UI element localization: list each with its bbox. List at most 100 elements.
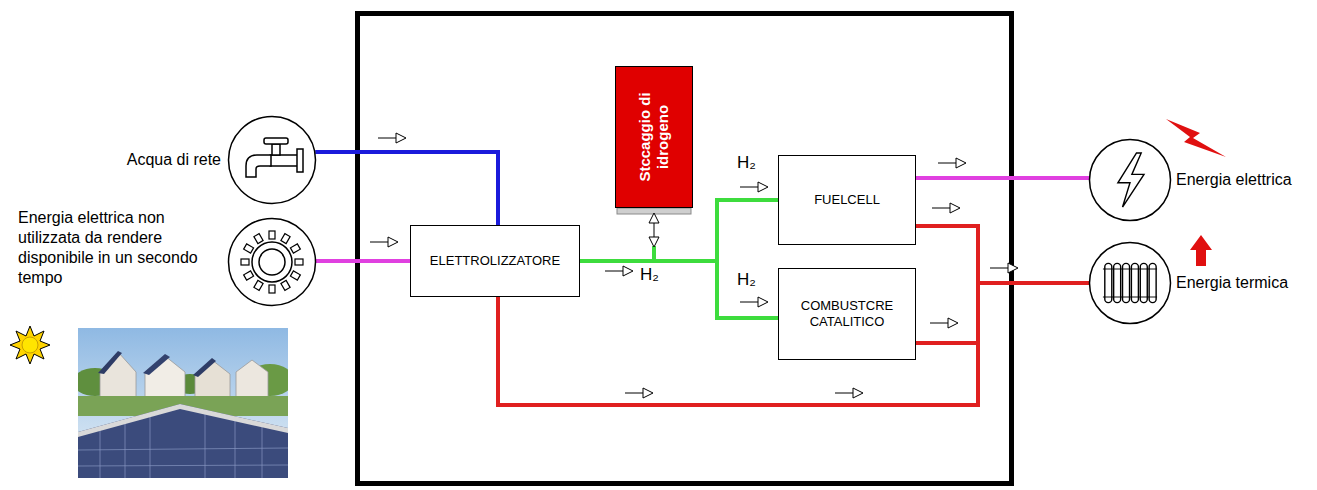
solar-houses-photo-part — [78, 404, 288, 478]
solar-houses-photo-part — [145, 356, 185, 398]
flow-arrow-part — [948, 318, 958, 328]
flow-arrow — [938, 158, 966, 168]
tank-label: Stccaggio di idrogeno — [636, 81, 672, 193]
solar-houses-photo-part-part — [235, 417, 236, 478]
flow-line — [580, 200, 778, 261]
ring-icon-part — [259, 249, 285, 275]
ring-icon-part — [290, 271, 300, 280]
ring-icon-part — [244, 271, 254, 280]
process-box: COMBUSTCRE CATALITICO — [778, 268, 916, 360]
flow-arrow-part — [758, 297, 768, 307]
flow-line — [316, 259, 410, 263]
flow-arrow — [990, 263, 1018, 273]
terminal-symbol — [227, 217, 317, 307]
ring-icon-part — [252, 242, 292, 282]
solar-houses-photo-part — [100, 352, 136, 398]
sun-icon-part — [10, 326, 50, 364]
ring-icon-part — [290, 244, 300, 253]
ring-icon-part — [295, 259, 303, 265]
flow-arrow — [605, 266, 633, 276]
solar-houses-photo-part — [195, 360, 230, 400]
terminal-circle-outline — [229, 117, 316, 204]
flow-line — [315, 152, 498, 225]
flow-arrow-part — [740, 302, 758, 303]
ring-icon-part — [254, 280, 263, 290]
lightning-symbol — [1166, 119, 1226, 157]
terminal-symbol — [1088, 138, 1172, 222]
flow-arrow — [378, 133, 406, 143]
solar-houses-photo-part-part — [150, 412, 151, 478]
tap-icon-part — [272, 144, 280, 155]
double-arrow-part — [649, 213, 659, 223]
radiator-icon-part — [1103, 269, 1157, 270]
flow-arrow-part — [930, 323, 948, 324]
flow-arrow-part — [623, 266, 633, 276]
system-boundary — [358, 14, 1012, 484]
flow-line — [580, 261, 778, 318]
flow-arrow-part — [853, 388, 863, 398]
flow-arrow — [835, 388, 863, 398]
flow-line — [916, 176, 1089, 180]
flow-line — [580, 246, 654, 261]
process-box: FUELCELL — [778, 155, 916, 245]
ring-icon-part — [244, 244, 254, 253]
solar-houses-photo-part-part — [205, 410, 206, 478]
tap-icon-part — [269, 155, 299, 166]
flow-arrow — [740, 297, 768, 307]
solar-houses-photo-part — [143, 354, 170, 375]
flow-arrow — [370, 237, 398, 247]
terminal-circle: Energia elettrica non utilizzata da rend… — [227, 217, 317, 307]
sun-icon — [10, 326, 50, 364]
flow-arrow-part — [938, 163, 956, 164]
solar-houses-photo-part — [193, 358, 216, 377]
flow-arrows — [370, 133, 1018, 398]
flow-label: H₂ — [640, 266, 659, 283]
heat-arrow-symbol — [1190, 235, 1212, 266]
box-label: FUELCELL — [814, 192, 880, 208]
terminal-symbol — [1088, 241, 1172, 325]
flow-arrow-part — [990, 268, 1008, 269]
solar-houses-photo-part — [78, 404, 288, 437]
tap-icon-part — [297, 149, 303, 172]
terminal-label: Energia termica — [1176, 273, 1288, 293]
tap-icon-part — [264, 138, 288, 144]
flow-arrow-part — [625, 393, 643, 394]
flow-arrow-part — [370, 242, 388, 243]
terminal-label: Acqua di rete — [127, 150, 221, 170]
flow-arrow-part — [396, 133, 406, 143]
connector-group — [315, 152, 1089, 405]
flow-arrow-part — [740, 187, 758, 188]
solar-houses-photo-part-part — [78, 465, 288, 466]
flow-arrow-part — [378, 138, 396, 139]
flow-arrow-part — [758, 182, 768, 192]
solar-houses-photo-part — [98, 351, 122, 374]
solar-houses-photo-part — [78, 410, 288, 478]
radiator-icon-part — [1103, 297, 1157, 298]
terminal-circle: Acqua di rete — [227, 115, 317, 205]
flow-arrow — [625, 388, 653, 398]
flow-label: H₂ — [737, 154, 756, 171]
terminal-symbol — [227, 115, 317, 205]
ring-icon-part — [269, 285, 275, 293]
solar-houses-photo-part-part — [100, 426, 101, 478]
flow-line — [916, 226, 1089, 283]
solar-houses-photo-part-part — [78, 448, 288, 450]
flow-arrow-part — [932, 208, 950, 209]
solar-houses-photo — [78, 328, 288, 478]
flow-line — [916, 283, 1089, 343]
terminal-circle: Energia elettrica — [1088, 138, 1172, 222]
solar-houses-photo-part — [236, 360, 268, 400]
bolt-icon-part — [1118, 153, 1144, 207]
double-arrow-part — [649, 237, 659, 247]
tap-icon-part — [246, 155, 271, 177]
bolt-icon — [1118, 153, 1144, 207]
radiator-icon — [1103, 263, 1157, 302]
ring-icon-part — [269, 231, 275, 239]
ring-icon-part — [241, 259, 249, 265]
flow-arrow-part — [605, 271, 623, 272]
box-label: ELETTROLIZZATORE — [430, 253, 560, 269]
sun-icon-part — [22, 337, 38, 353]
flow-label: H₂ — [737, 271, 756, 288]
solar-houses-photo-part-part — [125, 419, 126, 478]
